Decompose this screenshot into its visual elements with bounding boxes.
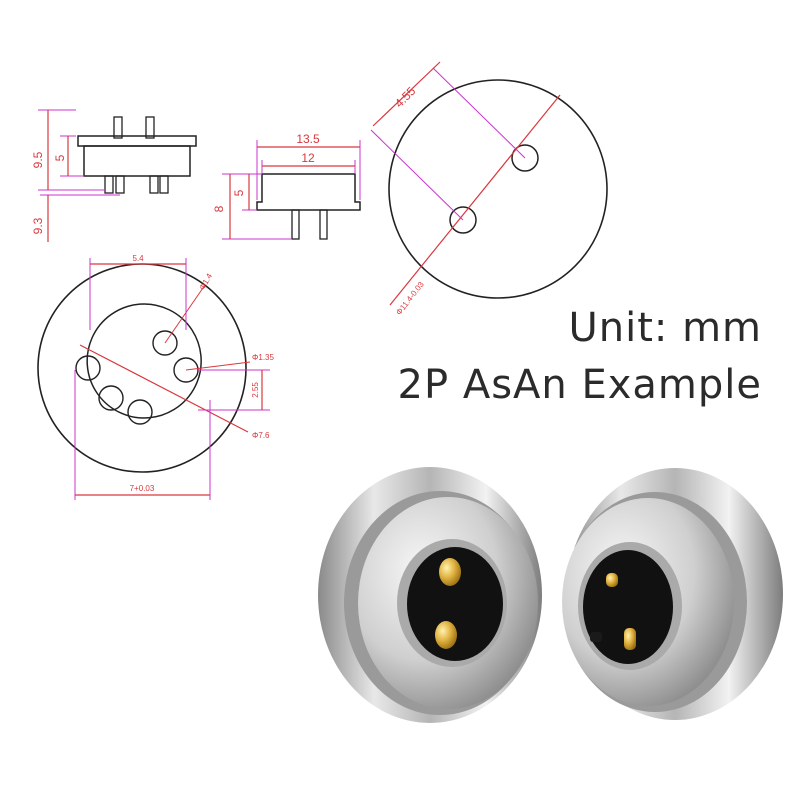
front-pin-offset-label: 2.55 [251, 382, 260, 398]
front-hole-bottom-right [127, 399, 153, 425]
side-pin-length-label: 9.3 [31, 217, 45, 234]
top-pin-spacing-label: 4.55 [392, 84, 419, 111]
profile-view: 13.5 12 8 5 [212, 132, 361, 240]
front-flat-width-label: 5.4 [132, 254, 144, 263]
connector-photo-right [562, 468, 783, 720]
front-view: 5.4 Φ1.4 Φ1.35 2.55 Φ7.6 7+0.03 [37, 254, 275, 500]
profile-body-height-label: 5 [232, 189, 246, 196]
model-caption: 2P AsAn Example [397, 362, 762, 408]
side-total-height-label: 9.5 [31, 151, 45, 168]
front-bottom-width-label: 7+0.03 [130, 484, 155, 493]
front-pin-hole-label: Φ1.35 [252, 353, 275, 362]
front-hole-top [152, 330, 178, 356]
unit-caption: Unit: mm [568, 305, 762, 351]
gold-pin-upper-left [439, 558, 461, 586]
top-diameter-label: Φ11.4-0.03 [394, 280, 426, 317]
profile-outer-width-label: 13.5 [296, 132, 320, 146]
top-view-hole-lower [449, 206, 477, 234]
side-body-height-label: 5 [53, 154, 67, 161]
front-hole-left [75, 355, 101, 381]
profile-inner-width-label: 12 [301, 151, 315, 165]
gold-pin-lower-left [435, 621, 457, 649]
insulator-left [407, 547, 503, 661]
profile-total-height-label: 8 [212, 205, 226, 212]
front-hole-bottom-left [98, 385, 124, 411]
connector-photo-left [318, 467, 542, 723]
top-view: 4.55 Φ11.4-0.03 [370, 61, 608, 317]
gold-pin-upper-right [606, 573, 618, 587]
side-view: 9.5 5 9.3 [31, 109, 197, 242]
front-inner-diameter-label: Φ7.6 [252, 431, 270, 440]
gold-pin-lower-right [624, 628, 636, 650]
front-small-hole-label: Φ1.4 [198, 271, 215, 291]
insulator-right [583, 550, 673, 664]
top-view-hole-upper [511, 144, 539, 172]
